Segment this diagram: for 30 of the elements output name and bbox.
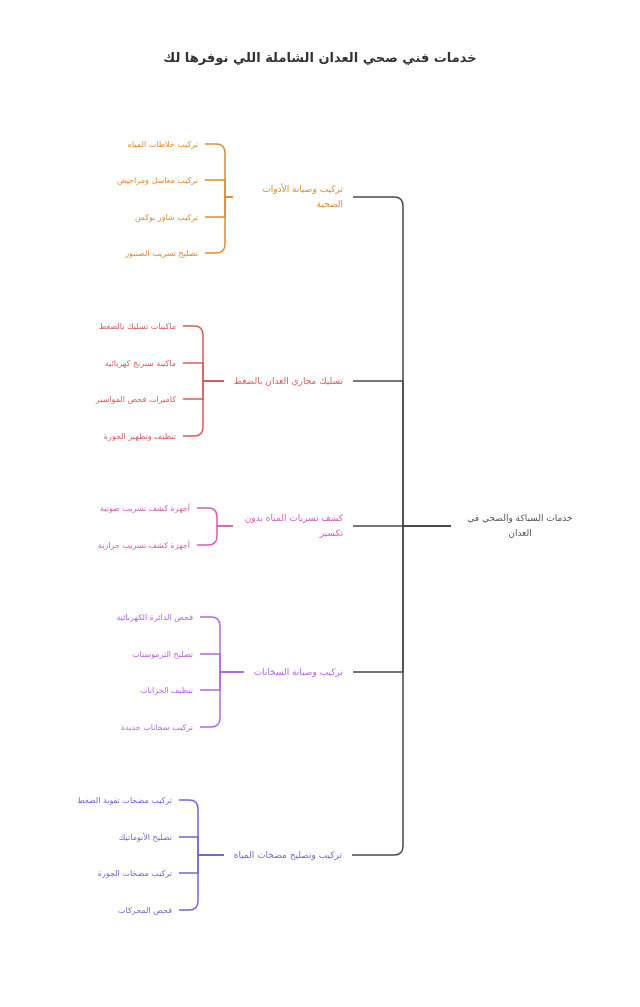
item-label: أجهزة كشف تسريب صوتية bbox=[92, 499, 197, 517]
item-label: فحص الدائرة الكهربائية bbox=[109, 608, 200, 626]
branch-label: كشف تسربات المياه بدون تكسير bbox=[233, 510, 353, 542]
item-label: ماكينة سبرنج كهربائية bbox=[97, 354, 183, 372]
item-label: تصليح تسريب الصنبور bbox=[118, 244, 205, 262]
connector-line bbox=[199, 671, 245, 728]
item-label: تنظيف وتطهير الجورة bbox=[96, 427, 183, 445]
item-label: فحص المحركات bbox=[111, 901, 179, 919]
item-label: كاميرات فحص المواسير bbox=[88, 390, 183, 408]
item-label: تركيب مضخات الجورة bbox=[90, 864, 179, 882]
item-label: تركيب خلاطات المياه bbox=[120, 135, 205, 153]
title: خدمات فني صحي العدان الشاملة اللي نوفرها لك bbox=[163, 49, 477, 67]
item-label: أجهزة كشف تسريب حرارية bbox=[90, 536, 197, 554]
item-label: تركيب مضخات تقوية الضغط bbox=[70, 791, 179, 809]
item-label: تركيب سخانات جديدة bbox=[113, 718, 200, 736]
central-topic: خدمات السباكة والصحي في العدان bbox=[451, 510, 589, 542]
item-label: تركيب شاور بوكس bbox=[127, 208, 205, 226]
item-label: تنظيف الخزانات bbox=[132, 681, 200, 699]
item-label: تركيب مغاسل ومراحيض bbox=[109, 171, 205, 189]
connector-line bbox=[196, 525, 234, 546]
branch-label: تركيب وصيانة السخانات bbox=[243, 663, 353, 681]
branch-label: تركيب وتصليح مضخات المياه bbox=[223, 846, 352, 864]
connector-line bbox=[182, 380, 225, 437]
branch-label: تركيب وصيانة الأدوات الصحية bbox=[233, 181, 353, 213]
item-label: ماكينات تسليك بالضغط bbox=[91, 317, 183, 335]
connector-line bbox=[351, 525, 452, 856]
branch-label: تسليك مجاري العدان بالضغط bbox=[223, 372, 353, 390]
connector-line bbox=[178, 854, 225, 911]
item-label: تصليح الأتوماتيك bbox=[111, 828, 179, 846]
item-label: تصليح الثرموستات bbox=[125, 645, 200, 663]
